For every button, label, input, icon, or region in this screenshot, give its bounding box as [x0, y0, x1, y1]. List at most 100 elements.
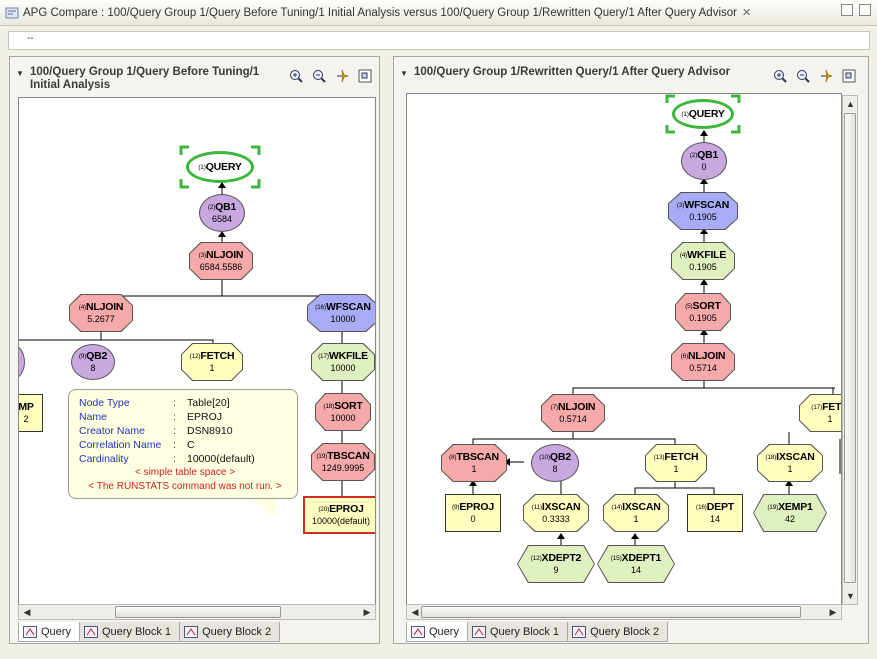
- zoom-out-icon[interactable]: [794, 67, 811, 84]
- tooltip-row: Creator Name:DSN8910: [79, 425, 233, 437]
- node-tooltip: Node Type:Table[20] Name:EPROJ Creator N…: [68, 389, 298, 499]
- collapse-chevron-icon[interactable]: ▼: [16, 69, 24, 78]
- highlight-node-icon[interactable]: [333, 67, 350, 84]
- plan-node-fetch-17[interactable]: (17)FETC1: [799, 394, 841, 432]
- right-plan-panel: ▼ 100/Query Group 1/Rewritten Query/1 Af…: [393, 56, 869, 644]
- plan-node-query[interactable]: (1)QUERY: [672, 99, 734, 129]
- close-tab-icon[interactable]: ✕: [741, 7, 752, 19]
- scroll-right-arrow-icon[interactable]: ▶: [829, 607, 837, 617]
- right-vertical-scrollbar[interactable]: ▲ ▼: [842, 95, 858, 605]
- tooltip-tail: [248, 496, 276, 518]
- left-tab-query-block-2[interactable]: Query Block 2: [179, 622, 281, 642]
- highlight-node-icon[interactable]: [817, 67, 834, 84]
- selection-handles-icon: [665, 94, 741, 134]
- left-plan-panel: ▼ 100/Query Group 1/Query Before Tuning/…: [9, 56, 380, 644]
- minimize-button[interactable]: [841, 4, 853, 16]
- selection-handles-icon: [179, 145, 261, 189]
- scroll-left-arrow-icon[interactable]: ◀: [23, 607, 31, 617]
- right-toolbar: [771, 67, 857, 84]
- fit-view-icon[interactable]: [840, 67, 857, 84]
- left-tab-query[interactable]: Query: [18, 622, 80, 642]
- zoom-in-icon[interactable]: [771, 67, 788, 84]
- left-title-line1: 100/Query Group 1/Query Before Tuning/1: [30, 66, 260, 78]
- collapse-chevron-icon[interactable]: ▼: [400, 69, 408, 78]
- left-title-line2: Initial Analysis: [30, 79, 111, 91]
- scroll-right-arrow-icon[interactable]: ▶: [363, 607, 371, 617]
- right-tab-query[interactable]: Query: [406, 622, 468, 642]
- right-panel-header: ▼ 100/Query Group 1/Rewritten Query/1 Af…: [394, 57, 868, 93]
- zoom-in-icon[interactable]: [287, 67, 304, 84]
- right-tab-query-block-2[interactable]: Query Block 2: [567, 622, 669, 642]
- filter-text: --: [27, 33, 34, 44]
- right-title-text: 100/Query Group 1/Rewritten Query/1 Afte…: [414, 66, 731, 78]
- right-vscroll-thumb[interactable]: [844, 113, 856, 583]
- tab-label: Query Block 1: [489, 625, 560, 638]
- right-edges: [469, 130, 841, 545]
- compare-app-icon: [5, 7, 19, 18]
- tooltip-row: Correlation Name:C: [79, 439, 195, 451]
- right-scroll-thumb[interactable]: [421, 606, 801, 618]
- window-title: APG Compare : 100/Query Group 1/Query Be…: [23, 6, 737, 19]
- left-tab-bar: Query Query Block 1 Query Block 2: [18, 622, 281, 642]
- left-scroll-thumb[interactable]: [115, 606, 281, 618]
- right-tab-query-block-1[interactable]: Query Block 1: [466, 622, 569, 642]
- zoom-out-icon[interactable]: [310, 67, 327, 84]
- left-panel-title: 100/Query Group 1/Query Before Tuning/1 …: [30, 66, 259, 92]
- graph-tab-icon: [572, 625, 587, 638]
- maximize-button[interactable]: [859, 4, 871, 16]
- graph-tab-icon: [23, 625, 37, 638]
- scroll-up-arrow-icon[interactable]: ▲: [846, 99, 855, 109]
- tooltip-row: Node Type:Table[20]: [79, 397, 230, 409]
- scroll-down-arrow-icon[interactable]: ▼: [846, 591, 855, 601]
- right-horizontal-scrollbar[interactable]: ◀ ▶: [406, 604, 842, 620]
- graph-tab-icon: [471, 625, 486, 638]
- tab-label: Query Block 1: [101, 625, 172, 638]
- fit-view-icon[interactable]: [356, 67, 373, 84]
- filter-bar[interactable]: --: [8, 31, 870, 50]
- left-panel-header: ▼ 100/Query Group 1/Query Before Tuning/…: [10, 57, 379, 93]
- graph-tab-icon: [184, 625, 199, 638]
- tooltip-row: Cardinality:10000(default): [79, 453, 255, 465]
- tooltip-row: Name:EPROJ: [79, 411, 223, 423]
- scroll-left-arrow-icon[interactable]: ◀: [411, 607, 419, 617]
- left-toolbar: [287, 67, 373, 84]
- plan-node-query[interactable]: (1)QUERY: [186, 151, 254, 183]
- left-tab-query-block-1[interactable]: Query Block 1: [78, 622, 181, 642]
- right-tab-bar: Query Query Block 1 Query Block 2: [406, 622, 669, 642]
- left-horizontal-scrollbar[interactable]: ◀ ▶: [18, 604, 376, 620]
- tab-label: Query: [429, 625, 459, 638]
- tab-label: Query: [41, 625, 71, 638]
- graph-tab-icon: [83, 625, 98, 638]
- tab-label: Query Block 2: [590, 625, 660, 638]
